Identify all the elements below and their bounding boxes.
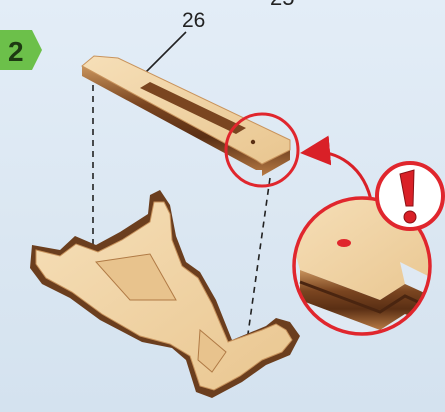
- wooden-slotted-beam: [82, 56, 290, 176]
- part-leader-line: [146, 32, 186, 72]
- exclamation-warning-icon: [377, 163, 443, 229]
- detail-hole: [337, 239, 351, 247]
- wooden-stand-base: [30, 190, 300, 398]
- step-badge: 2: [0, 30, 42, 70]
- partial-part-label: 25: [270, 0, 294, 10]
- beam-hole: [251, 140, 255, 144]
- step-number: 2: [8, 36, 24, 67]
- part-number-label: 26: [182, 9, 205, 32]
